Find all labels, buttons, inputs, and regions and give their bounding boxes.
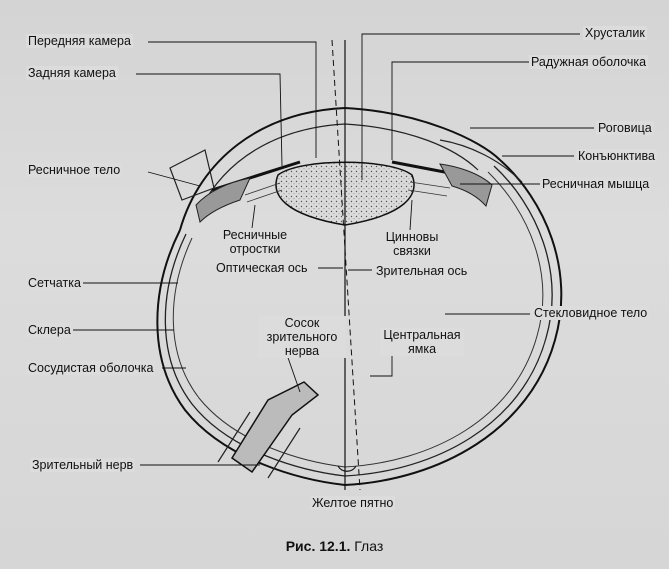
label-choroid: Сосудистая оболочка	[26, 361, 156, 375]
leader-fovea	[370, 354, 393, 377]
sclera-outer	[156, 159, 563, 487]
leader-lens	[361, 33, 580, 180]
leader-optic-papilla	[285, 351, 301, 393]
fovea-dip	[337, 465, 357, 472]
zonule-right	[407, 181, 451, 197]
label-zonule: Цинновы связки	[383, 230, 441, 258]
optic-nerve-sheath	[217, 411, 301, 479]
leader-zonule	[409, 199, 413, 231]
label-ciliary-muscle: Ресничная мышца	[540, 177, 652, 191]
leader-iris	[391, 61, 590, 160]
label-cornea: Роговица	[596, 121, 654, 135]
ciliary-body-left	[195, 177, 251, 223]
label-ciliary-body: Ресничное тело	[26, 163, 123, 177]
conjunctiva-right	[439, 139, 523, 183]
label-macula: Желтое пятно	[310, 496, 396, 510]
label-retina: Сетчатка	[26, 276, 83, 290]
label-visual-axis: Зрительная ось	[374, 264, 470, 278]
label-ciliary-processes: Ресничные отростки	[218, 228, 292, 256]
label-posterior-chamber: Задняя камера	[26, 66, 118, 80]
label-vitreous: Стекловидное тело	[532, 306, 650, 320]
label-optic-nerve: Зрительный нерв	[30, 458, 136, 472]
retina-layer	[172, 171, 544, 468]
conjunctiva-left	[169, 149, 215, 201]
caption-title: Глаз	[354, 538, 384, 554]
figure-caption: Рис. 12.1. Глаз	[0, 538, 669, 554]
visual-axis-line	[331, 39, 361, 491]
leader-anterior-chamber	[148, 41, 317, 158]
leader-lines	[60, 33, 594, 466]
caption-number: Рис. 12.1.	[285, 538, 351, 554]
zonule-left	[244, 182, 283, 203]
ciliary-body-right	[439, 163, 493, 208]
label-sclera: Склера	[26, 323, 73, 337]
leader-posterior-chamber	[136, 73, 283, 167]
label-iris: Радужная оболочка	[529, 55, 649, 69]
optic-nerve	[230, 381, 320, 474]
label-optical-axis: Оптическая ось	[214, 261, 310, 275]
leader-ciliary-body	[147, 171, 201, 187]
leader-ciliary-processes	[251, 204, 256, 229]
label-conjunctiva: Конъюнктива	[576, 149, 657, 163]
label-anterior-chamber: Передняя камера	[26, 34, 133, 48]
label-fovea: Центральная ямка	[380, 328, 464, 356]
choroid-layer	[164, 165, 553, 477]
label-optic-papilla: Сосок зрительного нерва	[258, 316, 346, 358]
label-lens: Хрусталик	[583, 26, 647, 40]
